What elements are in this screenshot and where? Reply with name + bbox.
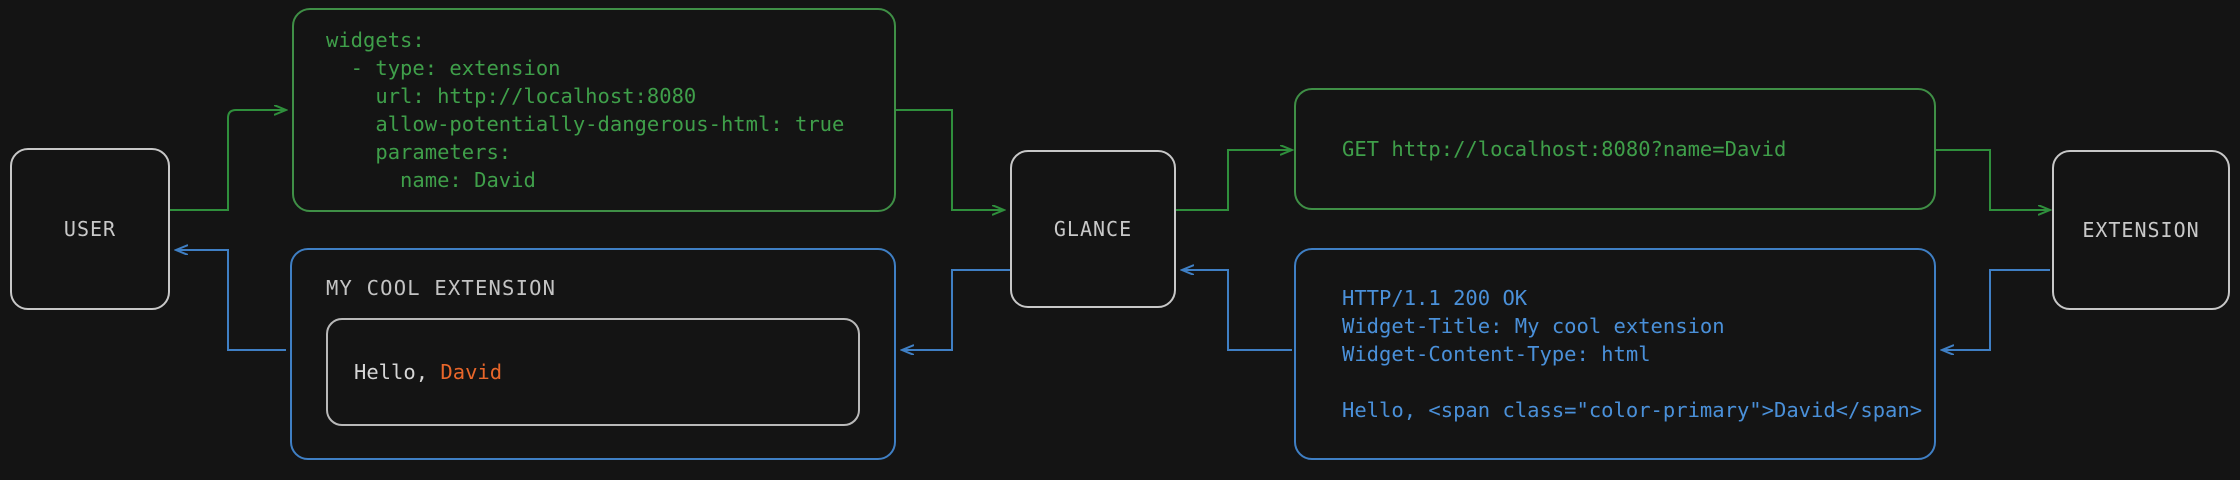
http-response-text: HTTP/1.1 200 OK Widget-Title: My cool ex… — [1342, 286, 1923, 422]
node-user[interactable]: USER — [10, 148, 170, 310]
config-yaml-box: widgets: - type: extension url: http://l… — [292, 8, 896, 212]
http-response-box: HTTP/1.1 200 OK Widget-Title: My cool ex… — [1294, 248, 1936, 460]
node-extension-label: EXTENSION — [2082, 218, 2200, 242]
config-yaml-text: widgets: - type: extension url: http://l… — [326, 28, 845, 192]
edge-http-request-to-extension — [1936, 149, 2050, 210]
edge-glance-to-http-request — [1176, 150, 1292, 211]
node-user-label: USER — [63, 217, 117, 241]
edge-config-to-glance — [896, 109, 1004, 210]
node-extension[interactable]: EXTENSION — [2052, 150, 2230, 310]
edge-extension-to-http-response — [1942, 269, 2050, 350]
widget-preview-body: Hello, David — [326, 318, 860, 426]
http-request-box: GET http://localhost:8080?name=David — [1294, 88, 1936, 210]
widget-preview-box: MY COOL EXTENSION Hello, David — [290, 248, 896, 460]
edge-http-response-to-glance — [1182, 270, 1292, 351]
edge-glance-to-widget-preview — [902, 269, 1010, 350]
widget-greeting-text: Hello, — [354, 360, 441, 384]
node-glance[interactable]: GLANCE — [1010, 150, 1176, 308]
edge-widget-preview-to-user — [176, 250, 286, 351]
widget-greeting-name: David — [440, 360, 503, 384]
node-glance-label: GLANCE — [1053, 217, 1133, 241]
http-request-text: GET http://localhost:8080?name=David — [1342, 137, 1787, 161]
widget-preview-title: MY COOL EXTENSION — [326, 276, 557, 300]
edge-user-to-config — [170, 110, 286, 211]
